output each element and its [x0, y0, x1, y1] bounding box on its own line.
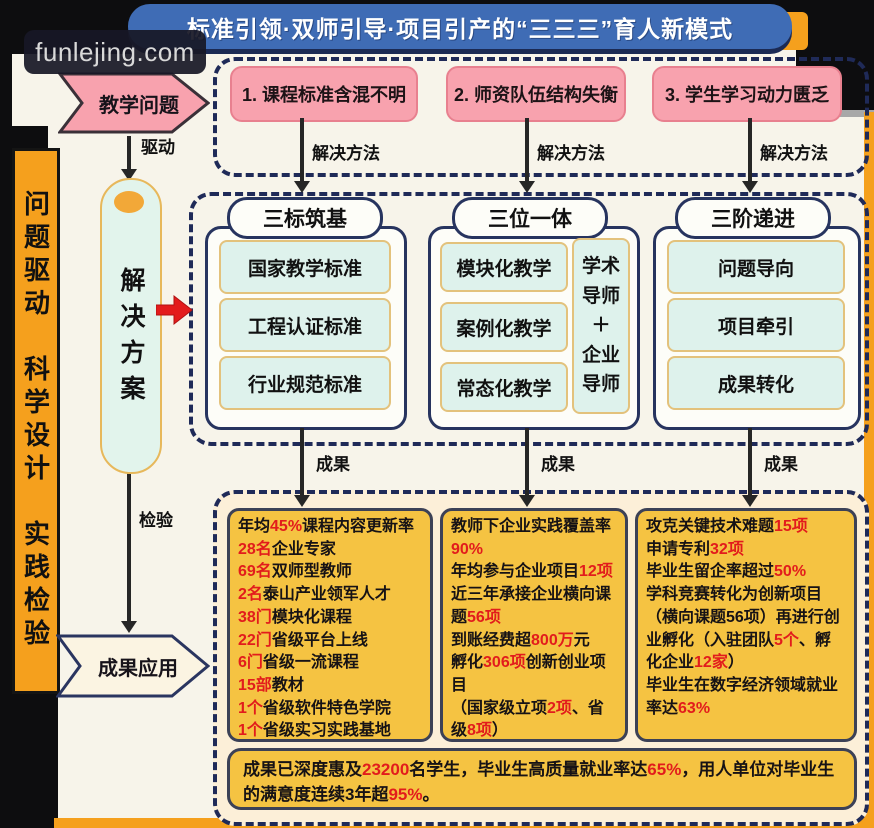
watermark-text: funlejing.com: [35, 36, 195, 67]
group1-item-3: 行业规范标准: [219, 356, 391, 410]
group-pill-3: 三阶递进: [675, 197, 831, 239]
red-arrow-icon: [155, 294, 194, 326]
results-box-3: 攻克关键技术难题15项申请专利32项毕业生留企率超过50%学科竞赛转化为创新项目…: [635, 508, 857, 742]
group3-item-1: 问题导向: [667, 240, 845, 294]
frame-left-edge: [0, 0, 12, 828]
result-apply-shape: 成果应用: [56, 634, 210, 698]
results-box-2: 教师下企业实践覆盖率90%年均参与企业项目12项近三年承接企业横向课题56项到账…: [440, 508, 628, 742]
method-label-3: 解决方法: [760, 144, 828, 163]
arrow-method-3: [748, 118, 752, 182]
problem-item-1: 1. 课程标准含混不明: [230, 66, 418, 122]
solution-label: 解决方案: [117, 267, 145, 411]
arrow-method-2: [525, 118, 529, 182]
results-summary: 成果已深度惠及23200名学生，毕业生高质量就业率达65%，用人单位对毕业生的满…: [227, 748, 857, 810]
group2-item-2: 案例化教学: [440, 302, 568, 352]
problem-item-2: 2. 师资队伍结构失衡: [446, 66, 626, 122]
group-pill-1: 三标筑基: [227, 197, 383, 239]
group1-item-2: 工程认证标准: [219, 298, 391, 352]
title-banner: 标准引领·双师引导·项目引产的“三三三”育人新模式: [128, 4, 792, 49]
banner-arrow-icon: [58, 72, 210, 134]
vertical-motto-bar: 问题驱动 科学设计 实践检验: [12, 148, 60, 694]
arrow-result-3: [748, 428, 752, 496]
capsule-dot-icon: [114, 191, 144, 213]
vertical-motto-text: 问题驱动 科学设计 实践检验: [20, 190, 51, 652]
problem-item-3: 3. 学生学习动力匮乏: [652, 66, 842, 122]
drive-label: 驱动: [141, 138, 175, 157]
result-label-3: 成果: [764, 455, 798, 474]
teaching-problem-shape: 教学问题: [58, 72, 210, 134]
arrow-result-2: [525, 428, 529, 496]
teaching-problem-label: 教学问题: [99, 94, 179, 117]
check-label: 检验: [139, 511, 173, 530]
frame-bottom-left: [0, 686, 58, 828]
solution-capsule: 解决方案: [100, 178, 162, 474]
frame-sidebar-cap: [0, 126, 48, 150]
group3-item-2: 项目牵引: [667, 298, 845, 352]
group2-mentor-box: 学术 导师 ＋ 企业 导师: [572, 238, 630, 414]
group3-item-3: 成果转化: [667, 356, 845, 410]
result-label-2: 成果: [541, 455, 575, 474]
page-title: 标准引领·双师引导·项目引产的“三三三”育人新模式: [186, 15, 734, 42]
method-label-1: 解决方法: [312, 144, 380, 163]
method-label-2: 解决方法: [537, 144, 605, 163]
solutions-container: [189, 192, 869, 446]
group2-item-3: 常态化教学: [440, 362, 568, 412]
group-pill-2: 三位一体: [452, 197, 608, 239]
problems-container: [213, 57, 869, 177]
group2-item-1: 模块化教学: [440, 242, 568, 292]
banner-arrow-icon: [56, 634, 210, 698]
group1-item-1: 国家教学标准: [219, 240, 391, 294]
arrow-check: [127, 472, 131, 622]
arrow-drive: [127, 136, 131, 170]
result-label-1: 成果: [316, 455, 350, 474]
frame-right-border: [864, 112, 874, 828]
result-apply-label: 成果应用: [98, 657, 178, 680]
arrow-result-1: [300, 428, 304, 496]
arrow-method-1: [300, 118, 304, 182]
watermark-box: funlejing.com: [24, 30, 206, 74]
